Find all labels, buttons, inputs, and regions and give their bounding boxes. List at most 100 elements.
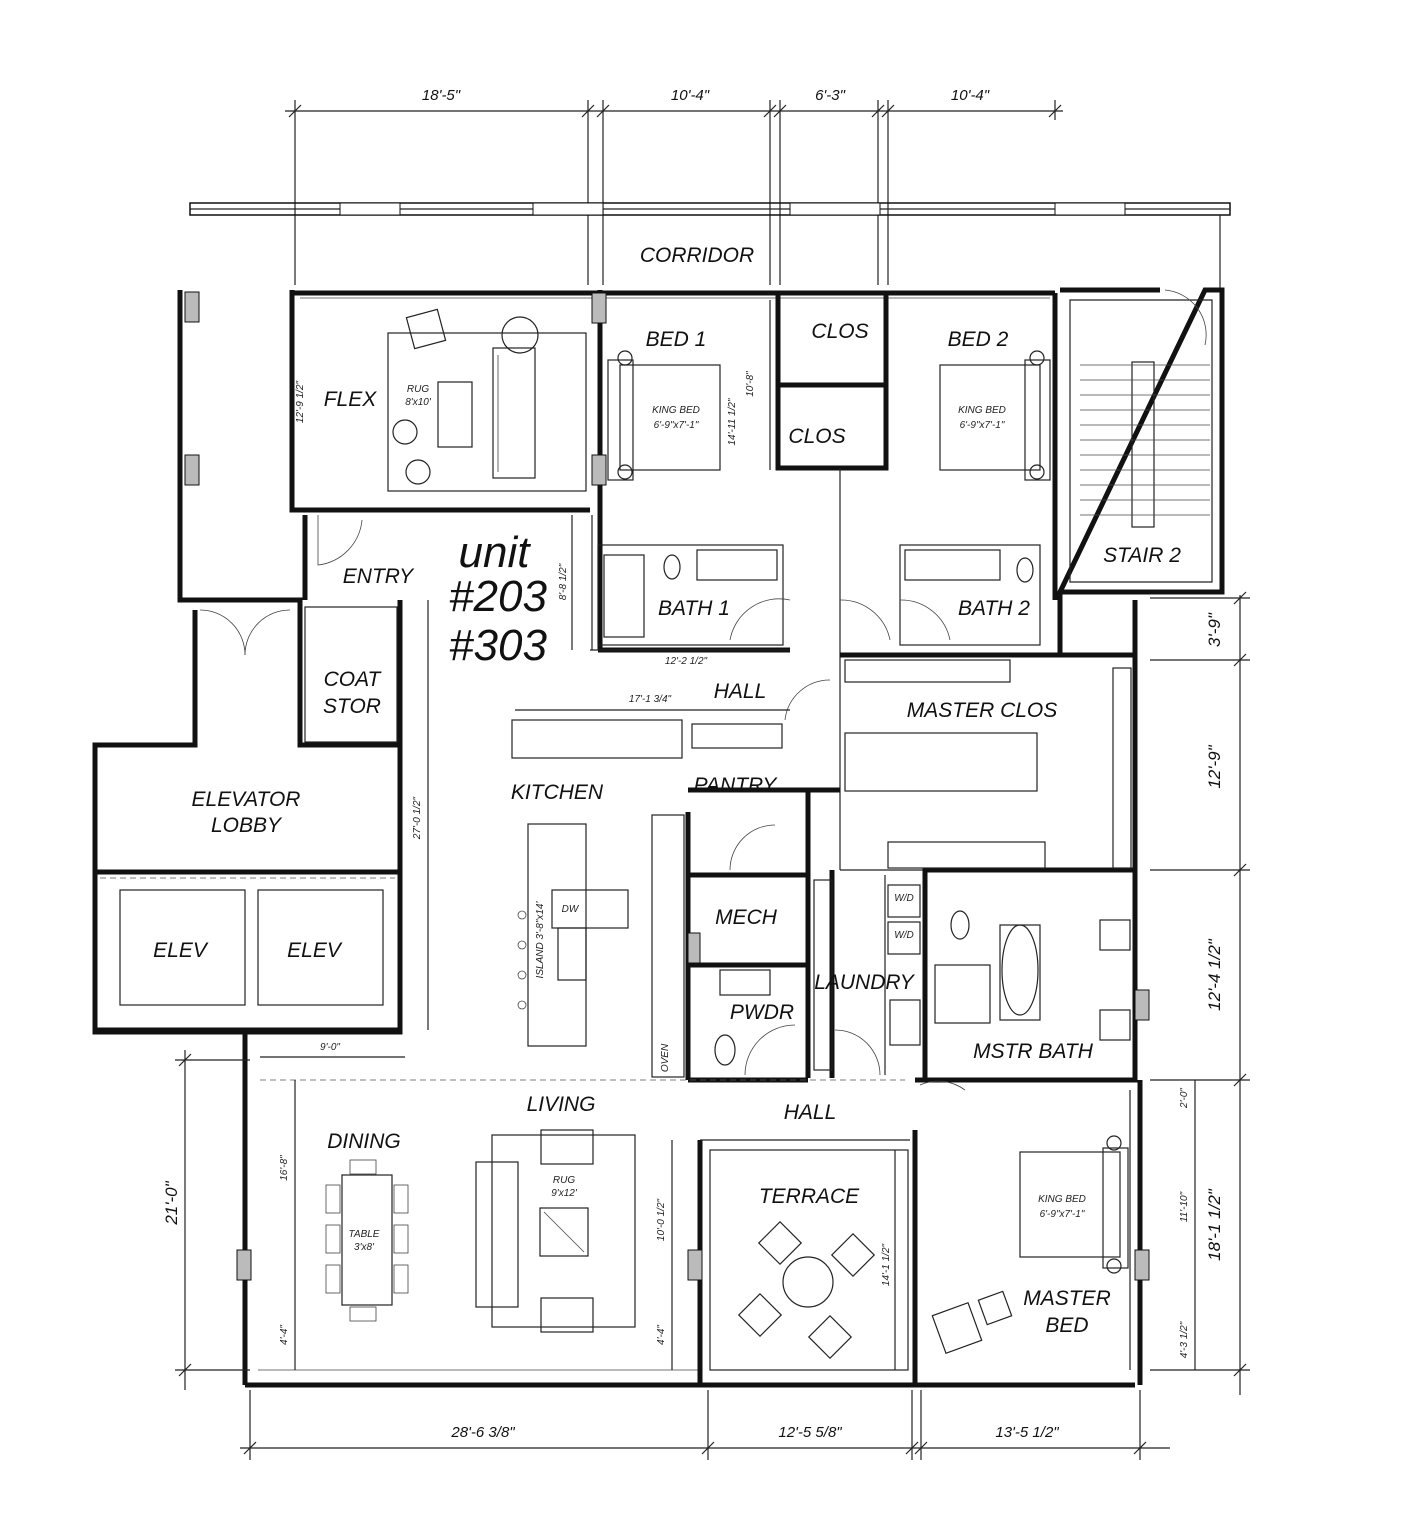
coat-stor-label-1: COAT (324, 668, 383, 691)
dim-dining-h: 16'-8" (279, 1155, 290, 1181)
dim-master-low: 4'-3 1/2" (1179, 1321, 1190, 1358)
dim-kitchen-h: 27'-0 1/2" (412, 796, 423, 840)
dim-right-2: 12'-9" (1205, 744, 1224, 788)
terrace-label: TERRACE (759, 1185, 860, 1208)
king-bed-2-size: 6'-9"x7'-1" (960, 420, 1005, 431)
dim-bed1-h: 14'-11 1/2" (727, 398, 738, 445)
dim-master-h: 11'-10" (1179, 1191, 1190, 1222)
stair2-label: STAIR 2 (1103, 544, 1181, 567)
bed2-furniture (939, 350, 1051, 481)
terrace-furniture (737, 1220, 876, 1360)
pantry-label: PANTRY (694, 774, 779, 797)
flex-label: FLEX (324, 388, 378, 411)
laundry-label: LAUNDRY (814, 971, 916, 994)
master-closet-shelves (813, 659, 1132, 1071)
hall-bottom-label: HALL (784, 1101, 837, 1124)
dim-right-1: 3'-9" (1205, 612, 1224, 647)
king-bed-1-label: KING BED (652, 405, 700, 416)
dim-bottom-2: 12'-5 5/8" (778, 1424, 842, 1441)
bottom-dimension-line (240, 1390, 1170, 1460)
wd-2-label: W/D (894, 930, 913, 941)
dim-living-low: 4'-4" (656, 1325, 667, 1345)
corridor-label: CORRIDOR (640, 244, 754, 267)
living-label: LIVING (527, 1093, 596, 1116)
master-bed-label-1: MASTER (1023, 1287, 1111, 1310)
kitchen-cabinets (511, 719, 783, 1078)
unit-word: unit (459, 528, 532, 577)
dim-right-3: 12'-4 1/2" (1205, 938, 1224, 1011)
kitchen-label: KITCHEN (511, 781, 604, 804)
dining-table (325, 1159, 409, 1322)
dim-terrace-h: 14'-1 1/2" (881, 1243, 892, 1286)
master-bed-furniture (931, 1135, 1129, 1355)
dim-living-h: 10'-0 1/2" (656, 1198, 667, 1241)
hall-top-label: HALL (714, 680, 767, 703)
dim-bath1-w: 12'-2 1/2" (665, 656, 708, 667)
unit-number-1: #203 (449, 572, 547, 621)
dim-bath1-h: 8'-8 1/2" (558, 563, 569, 600)
bath2-label: BATH 2 (958, 597, 1030, 620)
flex-furniture (387, 308, 587, 492)
living-rug-size: 9'x12' (551, 1188, 578, 1199)
dim-bottom-3: 13'-5 1/2" (995, 1424, 1059, 1441)
wd-1-label: W/D (894, 893, 913, 904)
living-rug-label: RUG (553, 1175, 575, 1186)
dim-right-4: 18'-1 1/2" (1205, 1188, 1224, 1261)
dim-top-1: 18'-5" (422, 87, 461, 104)
bath-fixtures (603, 549, 1034, 638)
dim-left: 21'-0" (162, 1180, 181, 1225)
dim-lobby-w: 9'-0" (320, 1042, 340, 1053)
elevator-lobby-label-1: ELEVATOR (192, 788, 301, 811)
dim-top-4: 10'-4" (951, 87, 990, 104)
pwdr-label: PWDR (730, 1001, 794, 1024)
elev1-label: ELEV (153, 939, 209, 962)
table-size: 3'x8' (354, 1242, 375, 1253)
stair-treads (1080, 289, 1210, 528)
dim-dining-low: 4'-4" (279, 1325, 290, 1345)
dim-clos-h: 10'-8" (745, 371, 756, 397)
mstr-bath-label: MSTR BATH (973, 1040, 1094, 1063)
bed2-label: BED 2 (948, 328, 1009, 351)
elev2-label: ELEV (287, 939, 343, 962)
unit-number-2: #303 (449, 621, 547, 670)
dining-label: DINING (327, 1130, 401, 1153)
living-furniture (475, 1129, 636, 1333)
dw-label: DW (562, 904, 580, 915)
clos2-label: CLOS (788, 425, 845, 448)
king-bed-1-size: 6'-9"x7'-1" (654, 420, 699, 431)
oven-label: OVEN (660, 1043, 671, 1072)
king-bed-3-size: 6'-9"x7'-1" (1040, 1209, 1085, 1220)
left-dimension-line (175, 1050, 250, 1390)
bed1-furniture (607, 350, 721, 481)
flex-rug-label: RUG (407, 384, 429, 395)
dim-master-2: 2'-0" (1179, 1088, 1190, 1109)
dim-flex-h: 12'-9 1/2" (295, 380, 306, 423)
corridor-wall (189, 202, 1231, 290)
coat-stor-label-2: STOR (323, 695, 381, 718)
table-label: TABLE (349, 1229, 380, 1240)
columns (184, 291, 1150, 1281)
dim-top-2: 10'-4" (671, 87, 710, 104)
top-dimension-line (285, 100, 1063, 285)
dim-top-3: 6'-3" (815, 87, 846, 104)
bath1-label: BATH 1 (658, 597, 730, 620)
right-dimension-line (1150, 591, 1250, 1395)
mech-label: MECH (715, 906, 778, 929)
door-swings (199, 515, 966, 1091)
master-clos-label: MASTER CLOS (907, 699, 1058, 722)
king-bed-2-label: KING BED (958, 405, 1006, 416)
interior-dimension-lines (260, 515, 1196, 1370)
flex-rug-size: 8'x10' (405, 397, 432, 408)
mstr-bath-fixtures (714, 884, 1131, 1066)
dim-bottom-1: 28'-6 3/8" (450, 1424, 515, 1441)
dim-hall-w: 17'-1 3/4" (629, 694, 672, 705)
elevator-lobby-label-2: LOBBY (211, 814, 283, 837)
master-bed-label-2: BED (1045, 1314, 1088, 1337)
bed1-label: BED 1 (646, 328, 707, 351)
entry-label: ENTRY (343, 565, 415, 588)
island-label: ISLAND 3'-8"x14' (535, 900, 546, 978)
clos1-label: CLOS (811, 320, 868, 343)
main-walls (92, 287, 1225, 1388)
king-bed-3-label: KING BED (1038, 1194, 1086, 1205)
